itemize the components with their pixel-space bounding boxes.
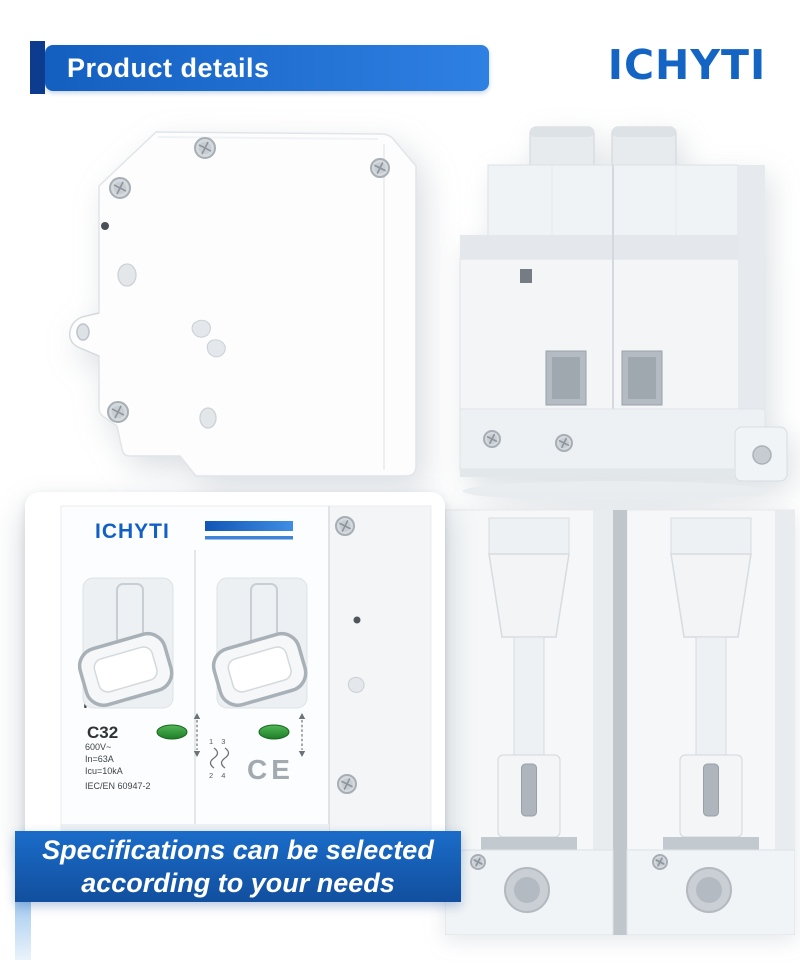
side-view-illustration xyxy=(68,131,417,477)
comma-slot xyxy=(191,319,211,338)
specs-banner: Specifications can be selected according… xyxy=(15,831,461,902)
clip-shadow xyxy=(481,837,577,850)
spec-standard: IEC/EN 60947-2 xyxy=(85,781,151,791)
clip-head xyxy=(670,517,752,557)
banner-line-2: according to your needs xyxy=(81,867,395,898)
header-accent-bar xyxy=(30,41,45,94)
brand-logo-text: ICHYTI xyxy=(607,41,767,89)
spec-breaking-capacity: Icu=10kA xyxy=(85,766,123,776)
side-face xyxy=(738,165,765,409)
screw-icon xyxy=(483,430,501,448)
front-brand-text: ICHYTI xyxy=(95,520,170,543)
brand-logo: ICHYTI xyxy=(598,36,776,94)
din-rail-base xyxy=(459,408,766,470)
terminal-numbers-bottom: 2 4 xyxy=(209,771,228,780)
comma-slot xyxy=(206,339,226,358)
toggle-direction-arrows-icon xyxy=(298,713,306,757)
clip-stem xyxy=(513,636,545,756)
toggle-direction-arrows-icon xyxy=(193,713,201,757)
vent-hole xyxy=(117,263,137,287)
screw-icon xyxy=(470,854,486,870)
screw-icon xyxy=(370,158,390,178)
bottom-notch-inner xyxy=(696,877,722,903)
product-photo-side-view xyxy=(28,120,424,502)
screw-icon xyxy=(337,774,357,794)
din-rail-clip xyxy=(663,517,759,850)
clip-stem xyxy=(695,636,727,756)
trip-curve-icon xyxy=(209,747,219,769)
comma-slot xyxy=(347,676,365,693)
module-seam xyxy=(613,510,627,935)
terminal-window-inner xyxy=(552,357,580,399)
product-photo-front-view: ICHYTI NDTT-63 xyxy=(25,492,445,852)
bottom-view-illustration xyxy=(445,509,795,935)
toggle-assembly xyxy=(77,577,174,709)
screw-icon xyxy=(652,854,668,870)
screw-icon xyxy=(335,516,355,536)
spec-current: In=63A xyxy=(85,754,114,764)
module-side-shading xyxy=(775,510,795,850)
module-side-shading xyxy=(593,510,613,850)
bottom-hole xyxy=(199,407,217,429)
clip-slot xyxy=(521,763,537,817)
terminal-window-inner xyxy=(628,357,656,399)
toggle-lever-inset xyxy=(93,646,158,693)
din-rail-clip xyxy=(481,517,577,850)
screw-icon xyxy=(194,137,216,159)
brand-stripe-thin xyxy=(205,536,293,540)
clip-taper xyxy=(488,553,570,638)
banner-line-1: Specifications can be selected xyxy=(42,834,434,865)
toggle-assembly xyxy=(211,577,308,709)
screw-icon xyxy=(109,177,131,199)
clip-slot xyxy=(703,763,719,817)
pin-hole-dot xyxy=(101,222,109,230)
toggle-tab-top xyxy=(530,127,594,137)
ground-shadow xyxy=(463,481,767,501)
pin-hole-dot xyxy=(353,616,361,624)
screw-icon xyxy=(107,401,129,423)
page-title: Product details xyxy=(67,52,270,83)
terminal-numbers-top: 1 3 xyxy=(209,737,228,746)
product-photo-rear-view xyxy=(430,123,796,509)
clip-taper xyxy=(670,553,752,638)
screw-icon xyxy=(555,434,573,452)
top-edge-highlight xyxy=(157,136,379,140)
clip-head xyxy=(488,517,570,557)
clip-lug-hole xyxy=(752,445,772,465)
bottom-edge xyxy=(460,469,735,477)
trip-curve-icon xyxy=(220,747,230,769)
rating-text: C32 xyxy=(87,723,118,742)
product-photo-bottom-view xyxy=(445,502,795,935)
rear-view-illustration xyxy=(459,126,788,501)
toggle-tab-top xyxy=(612,127,676,137)
brand-stripe-thick xyxy=(205,521,293,531)
status-indicator-green xyxy=(156,724,188,740)
status-indicator-green xyxy=(258,724,290,740)
bottom-notch-inner xyxy=(514,877,540,903)
spec-voltage: 600V~ xyxy=(85,742,111,752)
latch-slot xyxy=(520,269,532,283)
header-title-band: Product details xyxy=(45,45,489,91)
clip-shadow xyxy=(663,837,759,850)
front-view-illustration: ICHYTI NDTT-63 xyxy=(60,505,432,837)
ear-hole xyxy=(76,323,90,341)
ce-mark-text: CE xyxy=(247,754,294,785)
toggle-lever-inset xyxy=(227,646,292,693)
mounting-ear-outline xyxy=(69,312,100,357)
